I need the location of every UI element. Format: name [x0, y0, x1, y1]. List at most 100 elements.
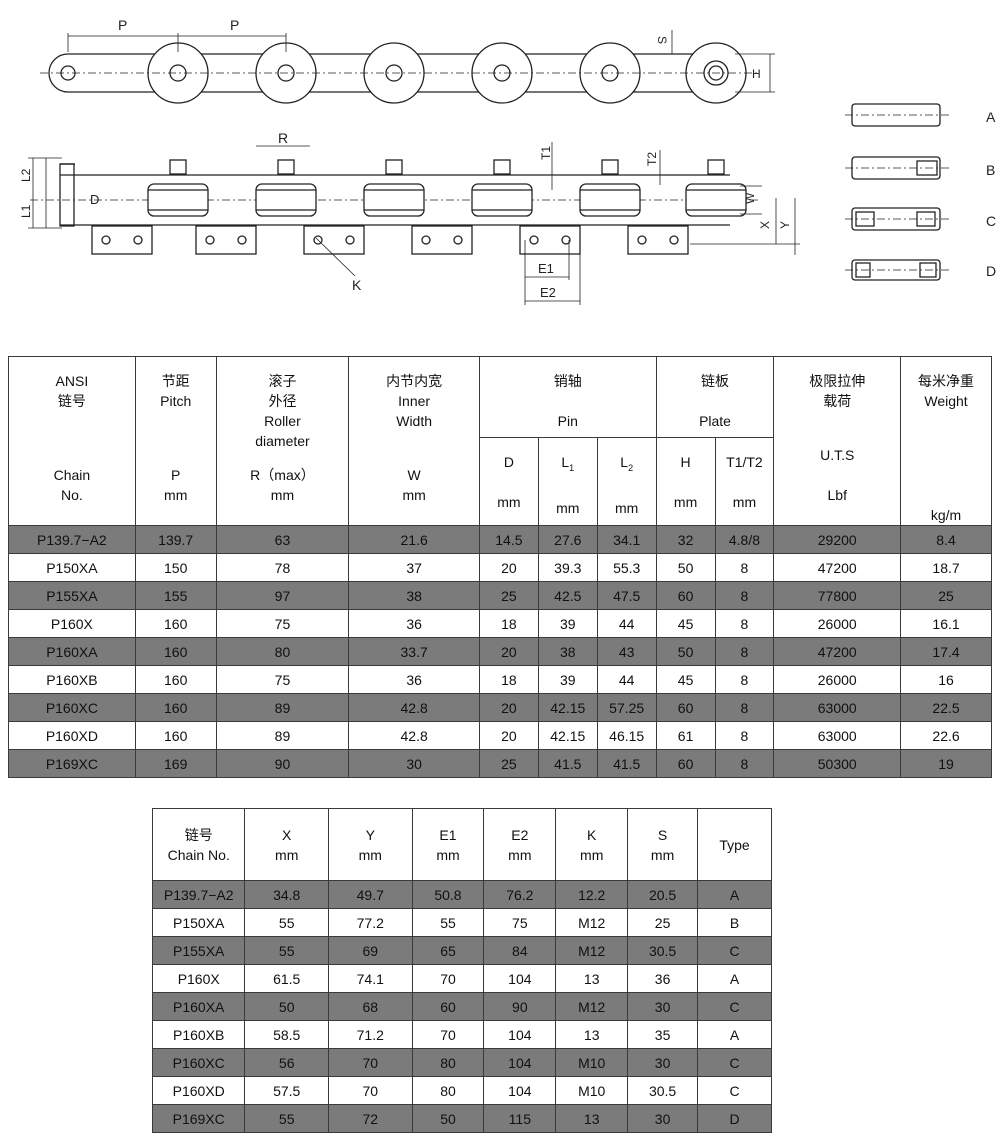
table-cell: 70	[327, 1076, 413, 1105]
table-cell: 78	[215, 553, 350, 582]
table-cell: 30	[627, 1104, 699, 1133]
table-cell: 104	[483, 1076, 557, 1105]
table-cell: 36	[627, 964, 699, 993]
table-cell: P160XD	[8, 721, 136, 750]
table-cell: 57.25	[596, 693, 657, 722]
table-cell: 35	[627, 1020, 699, 1049]
table-cell: 104	[483, 1020, 557, 1049]
table-cell: 63	[215, 525, 350, 554]
table-cell: P139.7−A2	[151, 880, 246, 909]
table-cell: 68	[327, 992, 413, 1021]
table-cell: 20	[478, 553, 539, 582]
type-b-label: B	[986, 162, 995, 178]
table-cell: 50300	[773, 749, 902, 778]
table-cell: 45	[655, 609, 716, 638]
l1-label: L1	[19, 204, 33, 218]
table-cell: 55	[244, 936, 329, 965]
header-uts: 极限拉伸载荷 U.T.S Lbf	[773, 356, 902, 526]
table-cell: 50	[411, 1104, 485, 1133]
table-cell: 70	[411, 1020, 485, 1049]
table-cell: 71.2	[327, 1020, 413, 1049]
table-cell: P169XC	[151, 1104, 246, 1133]
table-cell: M12	[555, 992, 629, 1021]
table-cell: 13	[555, 1020, 629, 1049]
table-cell: 33.7	[348, 637, 480, 666]
table-cell: 8	[714, 553, 775, 582]
header-plate-h: H mm	[655, 437, 716, 526]
table-cell: 27.6	[537, 525, 598, 554]
table-cell: A	[697, 1020, 772, 1049]
table-cell: 55.3	[596, 553, 657, 582]
table-subheader-row: D mm L1 mm L2 mm H mm T1/T2 mm	[9, 437, 992, 526]
table-cell: 13	[555, 1104, 629, 1133]
e1-label: E1	[538, 261, 554, 276]
l2-label: L2	[19, 168, 33, 182]
table-cell: 30	[627, 1048, 699, 1077]
table-cell: 50	[655, 553, 716, 582]
table-cell: 36	[348, 609, 480, 638]
table-cell: 61.5	[244, 964, 329, 993]
table-cell: C	[697, 936, 772, 965]
table-cell: 41.5	[537, 749, 598, 778]
table-cell: 34.1	[596, 525, 657, 554]
table-cell: 63000	[773, 721, 902, 750]
table-cell: 25	[900, 581, 992, 610]
table-cell: P169XC	[8, 749, 136, 778]
table-cell: P160XB	[151, 1020, 246, 1049]
table-cell: 25	[478, 581, 539, 610]
type-d-label: D	[986, 263, 996, 279]
table-cell: 61	[655, 721, 716, 750]
table-cell: 75	[215, 665, 350, 694]
table-cell: 8	[714, 581, 775, 610]
type-a-label: A	[986, 109, 996, 125]
table-cell: P160XB	[8, 665, 136, 694]
table-cell: 160	[134, 721, 217, 750]
table-cell: 8	[714, 637, 775, 666]
table-cell: M12	[555, 908, 629, 937]
table-cell: 36	[348, 665, 480, 694]
table-cell: 44	[596, 665, 657, 694]
header-pin-l2: L2 mm	[596, 437, 657, 526]
table-cell: 20.5	[627, 880, 699, 909]
table-cell: 104	[483, 964, 557, 993]
table-cell: 169	[134, 749, 217, 778]
table-cell: 14.5	[478, 525, 539, 554]
t1-label: T1	[539, 146, 553, 160]
table-cell: 80	[411, 1048, 485, 1077]
table-cell: 55	[244, 1104, 329, 1133]
table-cell: 18	[478, 665, 539, 694]
table-cell: 30	[348, 749, 480, 778]
table-cell: 26000	[773, 609, 902, 638]
header-pin: 销轴 Pin	[478, 356, 657, 438]
table-cell: P150XA	[8, 553, 136, 582]
s-label: S	[655, 36, 669, 44]
table-cell: 46.15	[596, 721, 657, 750]
table-cell: 155	[134, 581, 217, 610]
table-cell: 8	[714, 693, 775, 722]
table-cell: 29200	[773, 525, 902, 554]
table-cell: 13	[555, 964, 629, 993]
table-cell: 60	[411, 992, 485, 1021]
table-cell: 55	[411, 908, 485, 937]
table-cell: 20	[478, 693, 539, 722]
table-cell: 42.8	[348, 693, 480, 722]
table-cell: 32	[655, 525, 716, 554]
table-cell: 38	[348, 581, 480, 610]
